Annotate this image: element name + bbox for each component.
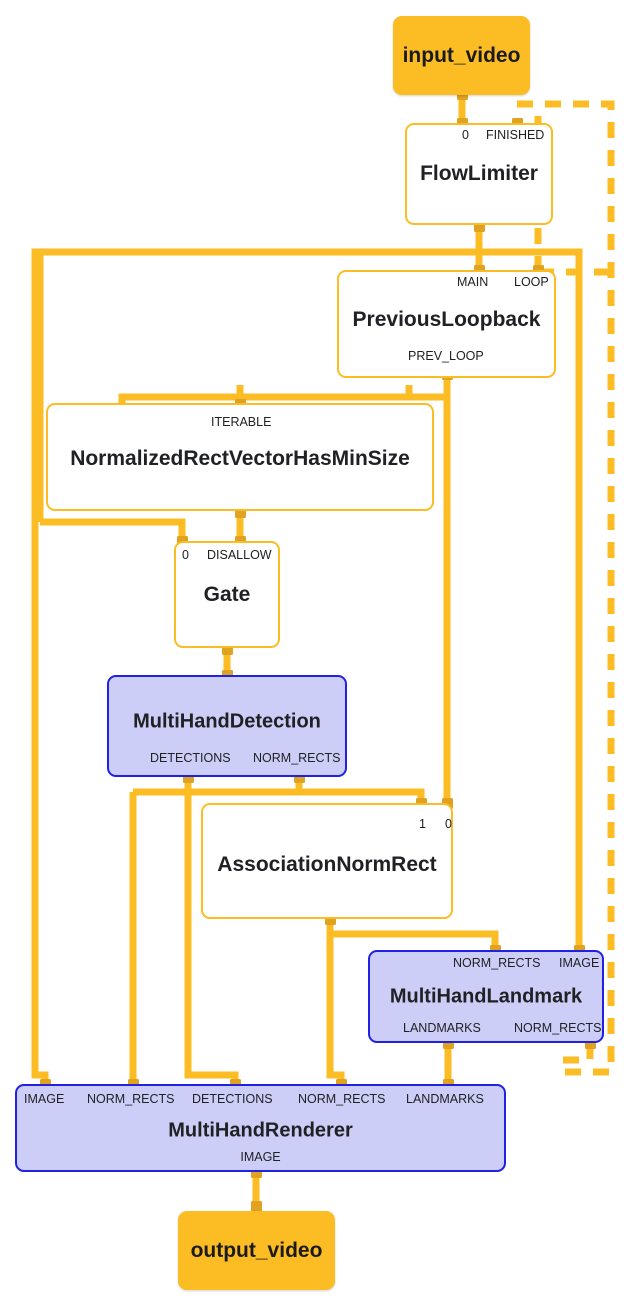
port-flowlimiter-in-finished: FINISHED bbox=[486, 128, 545, 142]
port-association-in-1: 1 bbox=[419, 817, 426, 831]
port-prevloopback-out-prev-loop: PREV_LOOP bbox=[408, 348, 484, 363]
port-landmark-in-image: IMAGE bbox=[559, 956, 600, 970]
node-multi-hand-landmark[interactable]: NORM_RECTS IMAGE MultiHandLandmark LANDM… bbox=[368, 950, 604, 1043]
edge-normrects-to-association-1 bbox=[295, 777, 425, 803]
node-input-video[interactable]: input_video bbox=[393, 16, 530, 95]
node-multi-hand-landmark-label: MultiHandLandmark bbox=[389, 985, 583, 1007]
nub-flowlimiter-out bbox=[474, 221, 485, 232]
port-renderer-in-image: IMAGE bbox=[24, 1092, 65, 1106]
nub-minsize-out bbox=[235, 507, 246, 518]
node-previous-loopback-label: PreviousLoopback bbox=[352, 307, 541, 331]
port-flowlimiter-in-0: 0 bbox=[462, 128, 469, 142]
nub-detection-out-det bbox=[183, 772, 194, 783]
edge-association-to-landmark bbox=[326, 919, 499, 950]
port-association-in-0: 0 bbox=[445, 817, 452, 831]
node-gate-label: Gate bbox=[203, 582, 251, 606]
nub-landmark-out-nr bbox=[585, 1038, 596, 1049]
port-detection-out-detections: DETECTIONS bbox=[150, 750, 231, 765]
node-gate[interactable]: 0 DISALLOW Gate bbox=[174, 541, 280, 648]
port-renderer-in-norm-rects-1: NORM_RECTS bbox=[87, 1092, 175, 1106]
port-prevloopback-in-main: MAIN bbox=[457, 275, 489, 289]
port-prevloopback-in-loop: LOOP bbox=[514, 275, 549, 289]
node-input-video-label: input_video bbox=[402, 43, 521, 67]
node-association-label: AssociationNormRect bbox=[217, 853, 437, 877]
node-multi-hand-renderer[interactable]: IMAGE NORM_RECTS DETECTIONS NORM_RECTS L… bbox=[15, 1084, 506, 1172]
port-landmark-out-norm-rects: NORM_RECTS bbox=[514, 1020, 602, 1035]
edge-dashed-finished-feedback bbox=[517, 100, 615, 1076]
port-renderer-out-image: IMAGE bbox=[240, 1149, 281, 1164]
nub-landmark-out-lm bbox=[443, 1038, 454, 1049]
node-association-norm-rect[interactable]: 1 0 AssociationNormRect bbox=[201, 803, 453, 919]
nub-gate-out bbox=[222, 644, 233, 655]
node-multi-hand-renderer-label: MultiHandRenderer bbox=[168, 1119, 353, 1142]
node-previous-loopback[interactable]: MAIN LOOP PreviousLoopback PREV_LOOP bbox=[337, 270, 556, 378]
node-flowlimiter[interactable]: 0 FINISHED FlowLimiter bbox=[405, 123, 553, 225]
port-gate-in-0: 0 bbox=[182, 548, 189, 562]
nub-association-out bbox=[325, 914, 336, 925]
port-renderer-in-landmarks: LANDMARKS bbox=[406, 1092, 484, 1106]
edge-rail-to-gate-0 bbox=[40, 518, 186, 547]
nub-output-video-in bbox=[251, 1201, 262, 1212]
node-flowlimiter-label: FlowLimiter bbox=[420, 162, 538, 185]
node-output-video[interactable]: output_video bbox=[178, 1211, 335, 1290]
edge-association-to-renderer-normrects bbox=[326, 919, 345, 1090]
port-detection-out-norm-rects: NORM_RECTS bbox=[253, 750, 341, 765]
nub-renderer-out-image bbox=[251, 1167, 262, 1178]
node-multi-hand-detection[interactable]: MultiHandDetection DETECTIONS NORM_RECTS bbox=[107, 675, 347, 777]
port-gate-in-disallow: DISALLOW bbox=[207, 548, 272, 562]
port-landmark-in-norm-rects: NORM_RECTS bbox=[453, 956, 541, 970]
nub-detection-out-nr bbox=[294, 772, 305, 783]
node-normalized-rect-vector-has-min-size[interactable]: ITERABLE NormalizedRectVectorHasMinSize bbox=[46, 403, 434, 511]
port-renderer-in-norm-rects-2: NORM_RECTS bbox=[298, 1092, 386, 1106]
node-output-video-label: output_video bbox=[190, 1238, 323, 1262]
port-minsize-in-iterable: ITERABLE bbox=[211, 415, 272, 429]
port-landmark-out-landmarks: LANDMARKS bbox=[403, 1020, 481, 1035]
node-multi-hand-detection-label: MultiHandDetection bbox=[133, 710, 321, 733]
port-renderer-in-detections: DETECTIONS bbox=[192, 1092, 273, 1106]
node-minsize-label: NormalizedRectVectorHasMinSize bbox=[70, 447, 410, 471]
